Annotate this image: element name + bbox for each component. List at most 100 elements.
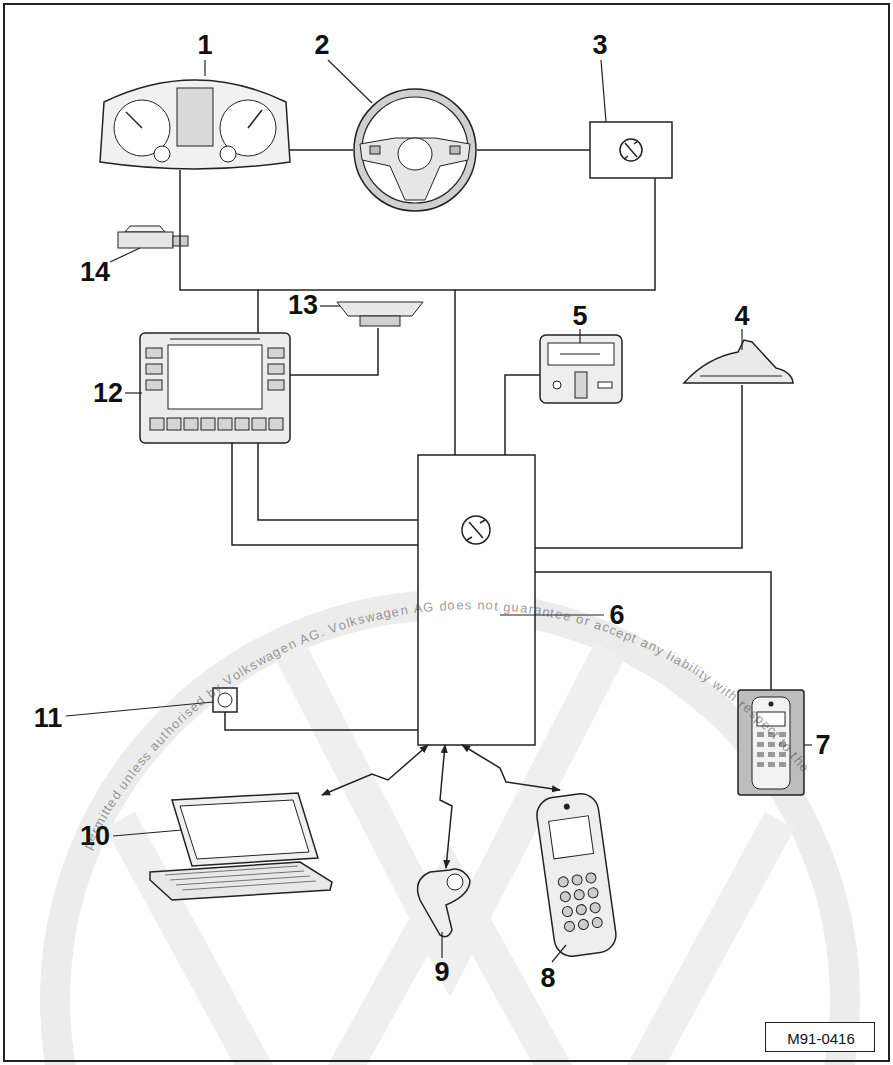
- speaker-magnet: [360, 316, 400, 326]
- watermark-glyph: [570, 611, 577, 624]
- watermark-glyph: e: [741, 701, 755, 716]
- watermark-glyph: n: [647, 639, 659, 654]
- headset-earpiece: [447, 874, 463, 890]
- radio-button: [146, 380, 162, 390]
- watermark-glyph: o: [168, 717, 182, 731]
- handset-key: [768, 732, 775, 737]
- watermark-glyph: i: [96, 812, 109, 821]
- watermark-glyph: s: [356, 612, 366, 626]
- wheel-rim: [358, 93, 472, 207]
- watermark-glyph: s: [134, 755, 148, 768]
- watermark-glyph: e: [391, 605, 400, 619]
- watermark-glyph: t: [776, 736, 788, 747]
- callout-number: 1: [197, 32, 212, 59]
- wireless-link: [440, 745, 452, 868]
- watermark-glyph: l: [665, 648, 674, 661]
- radio-button: [146, 348, 162, 358]
- radio-housing: [140, 333, 290, 443]
- watermark-glyph: .: [318, 625, 326, 638]
- microphone: 11: [213, 688, 237, 712]
- watermark-glyph: o: [485, 599, 493, 612]
- watermark-glyph: e: [797, 760, 812, 774]
- small-gauge: [220, 146, 236, 162]
- connector-line: [535, 385, 742, 548]
- watermark-glyph: g: [270, 644, 282, 659]
- watermark-glyph: t: [723, 686, 734, 699]
- watermark-glyph: a: [533, 603, 542, 617]
- watermark-glyph: n: [399, 603, 408, 617]
- radio-button: [268, 380, 284, 390]
- leader-line: [441, 932, 442, 958]
- watermark-glyph: l: [690, 663, 699, 676]
- button-module-key: [575, 372, 587, 398]
- watermark-glyph: t: [549, 606, 555, 619]
- connector: 14: [115, 225, 190, 257]
- connector-tab: [125, 226, 165, 232]
- callout-number: 8: [540, 965, 555, 992]
- radio-button: [146, 364, 162, 374]
- watermark-glyph: n: [121, 771, 136, 785]
- handset-key: [768, 752, 775, 757]
- wheel-spokes: [360, 138, 470, 200]
- phone-key: [558, 876, 569, 887]
- bluetooth-headset: 9: [412, 868, 477, 938]
- telephone-control-unit: 6: [418, 455, 535, 745]
- phone-key: [560, 891, 571, 902]
- figure-code: M91-0416: [787, 1031, 855, 1046]
- wheel-rim-outline: [354, 89, 476, 211]
- phone-display: [549, 816, 594, 859]
- watermark-glyph: i: [686, 661, 695, 674]
- watermark-glyph: r: [583, 614, 591, 628]
- watermark-glyph: o: [780, 740, 795, 754]
- callout-number: 7: [815, 732, 830, 759]
- callout-number: 6: [609, 602, 624, 629]
- watermark-glyph: s: [464, 598, 471, 611]
- cluster-housing: [100, 80, 290, 169]
- watermark-glyph: [217, 678, 228, 691]
- wheel-hub: [398, 138, 432, 170]
- gauge-needle: [126, 112, 142, 128]
- watermark-glyph: y: [654, 642, 666, 657]
- callout-number: 13: [288, 292, 318, 319]
- watermark-glyph: [773, 733, 785, 745]
- watermark-glyph: w: [364, 610, 376, 625]
- radio-button: [269, 418, 283, 430]
- watermark-glyph: t: [770, 729, 782, 741]
- watermark-glyph: o: [575, 612, 585, 626]
- phone-icon: [462, 516, 490, 544]
- watermark-glyph: e: [104, 796, 119, 809]
- callout-number: 5: [572, 303, 587, 330]
- watermark-glyph: p: [753, 712, 767, 726]
- handset-cradle: 7: [738, 690, 804, 795]
- watermark-glyph: m: [90, 815, 107, 831]
- watermark-glyph: d: [439, 599, 447, 612]
- connector-line: [180, 170, 258, 333]
- watermark-glyph: k: [240, 662, 252, 676]
- watermark-glyph: c: [765, 724, 779, 738]
- handset-display: [757, 712, 785, 726]
- watermark-glyph: e: [562, 609, 572, 623]
- wireless-link: [322, 745, 428, 795]
- watermark-glyph: i: [719, 683, 729, 695]
- leader-line: [552, 945, 566, 962]
- watermark-glyph: e: [278, 640, 290, 655]
- watermark-glyph: b: [679, 656, 692, 671]
- leader-line: [204, 60, 205, 76]
- handset-earpiece: [769, 702, 774, 707]
- watermark-glyph: G: [422, 600, 433, 614]
- watermark-glyph: w: [253, 652, 268, 668]
- figure-code-box: M91-0416: [765, 1022, 875, 1052]
- microphone-capsule: [218, 693, 232, 707]
- radio-button: [268, 364, 284, 374]
- laptop-screen: [180, 800, 309, 859]
- leader-line: [579, 329, 580, 343]
- phone-key: [590, 902, 601, 913]
- watermark-glyph: n: [286, 637, 298, 652]
- phone-key: [571, 874, 582, 885]
- connector-line: [290, 149, 353, 151]
- connector-line: [232, 443, 418, 545]
- wheel-button: [370, 146, 380, 154]
- watermark-glyph: g: [382, 606, 392, 620]
- connector-line: [477, 149, 590, 151]
- control-unit: 3: [590, 122, 672, 178]
